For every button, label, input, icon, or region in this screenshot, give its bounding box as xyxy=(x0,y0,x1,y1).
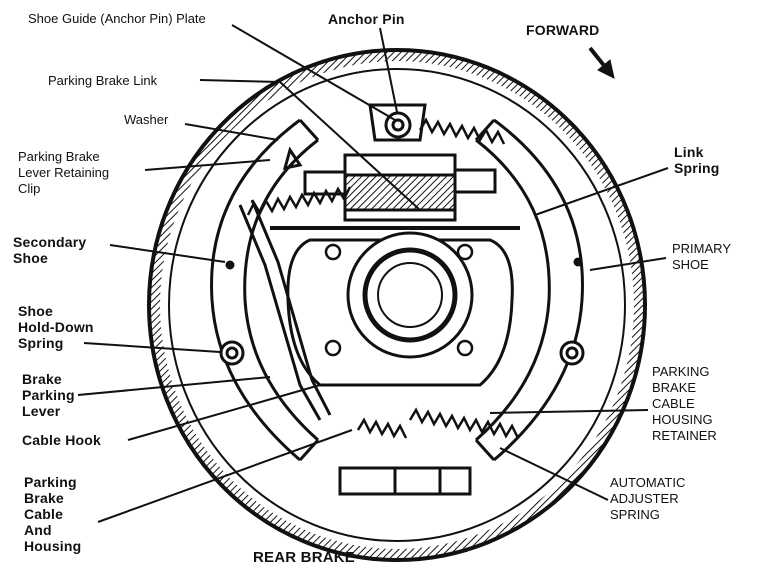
label-hold-down-spring: Shoe Hold-Down Spring xyxy=(18,303,94,351)
leader-lines xyxy=(77,24,669,523)
label-adjuster-spring: AUTOMATIC ADJUSTER SPRING xyxy=(610,475,686,522)
label-link-spring: Link Spring xyxy=(674,144,720,176)
backing-plate xyxy=(147,48,647,562)
label-cable-housing-retainer: PARKING BRAKE CABLE HOUSING RETAINER xyxy=(652,364,717,443)
label-cable-and-housing: Parking Brake Cable And Housing xyxy=(24,474,82,554)
label-secondary-shoe: Secondary Shoe xyxy=(13,234,87,266)
label-washer: Washer xyxy=(124,112,169,127)
label-shoe-guide-plate: Shoe Guide (Anchor Pin) Plate xyxy=(28,11,206,26)
label-forward: FORWARD xyxy=(526,22,600,38)
label-anchor-pin: Anchor Pin xyxy=(328,11,405,27)
label-parking-brake-link: Parking Brake Link xyxy=(48,73,158,88)
axle-hub xyxy=(286,231,514,387)
forward-arrow xyxy=(588,46,615,79)
hub-bolts xyxy=(324,243,474,357)
wheel-cylinder xyxy=(303,153,497,222)
label-brake-parking-lever: Brake Parking Lever xyxy=(22,371,75,419)
adjuster-springs xyxy=(356,407,520,439)
label-lever-retaining-clip: Parking Brake Lever Retaining Clip xyxy=(18,149,110,196)
label-primary-shoe: PRIMARY SHOE xyxy=(672,241,731,272)
diagram-caption: REAR BRAKE xyxy=(253,549,356,566)
label-cable-hook: Cable Hook xyxy=(22,432,102,448)
upper-return-springs xyxy=(246,117,506,216)
anchor-pin-shape xyxy=(368,103,427,142)
parking-brake-lever xyxy=(238,146,520,421)
adjuster-screw xyxy=(338,466,472,496)
hold-down-pins xyxy=(219,257,585,366)
